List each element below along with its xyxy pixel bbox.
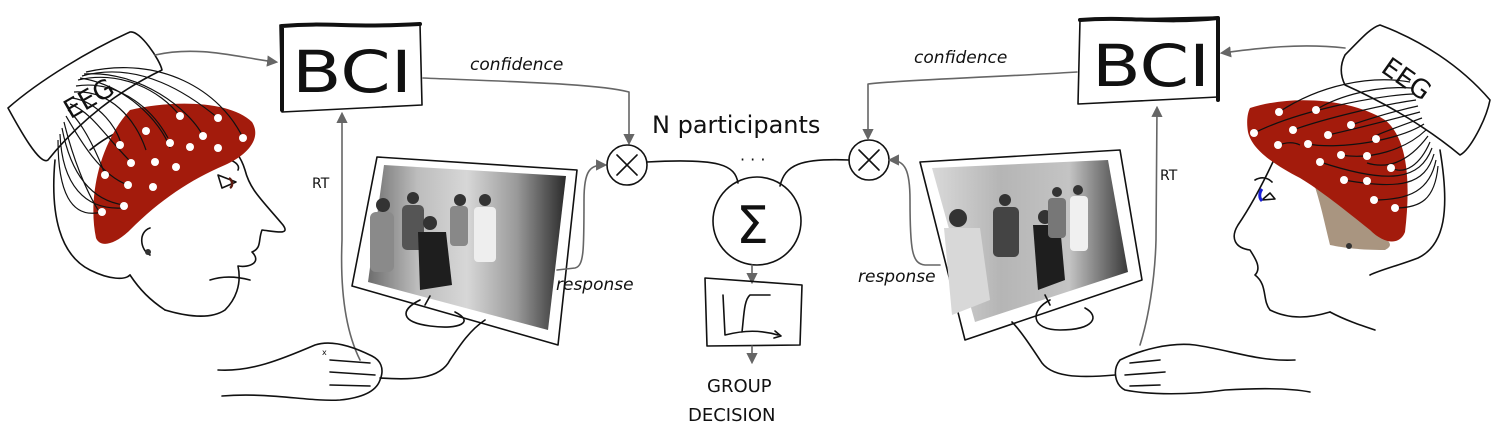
left-eeg-cap bbox=[93, 103, 256, 244]
left-eeg-to-bci-arrow bbox=[154, 50, 279, 67]
right-earring bbox=[1346, 243, 1352, 249]
left-confidence-label: confidence bbox=[470, 55, 563, 75]
sum-symbol: Σ bbox=[736, 196, 769, 256]
left-eeg-wires bbox=[57, 67, 244, 214]
left-rt-arrow bbox=[336, 111, 361, 361]
right-electrodes bbox=[1250, 106, 1399, 212]
left-stimulus-people bbox=[370, 192, 496, 290]
left-rt-label: RT bbox=[312, 176, 330, 192]
left-electrodes bbox=[98, 112, 247, 216]
right-eye-iris bbox=[1258, 188, 1264, 203]
right-monitor bbox=[919, 149, 1143, 341]
right-confidence-label: confidence bbox=[914, 48, 1007, 68]
left-confidence-arrow bbox=[422, 77, 635, 146]
right-response-arrow bbox=[887, 154, 941, 266]
left-eye-iris bbox=[228, 177, 234, 189]
group-decision-line2: DECISION bbox=[688, 405, 775, 426]
right-eeg-to-bci-arrow bbox=[1219, 45, 1346, 58]
right-eye-icon bbox=[1254, 177, 1276, 201]
left-stimulus-image bbox=[368, 165, 566, 330]
decision-plot-box bbox=[704, 277, 803, 347]
right-head-outline bbox=[1233, 134, 1446, 331]
left-multiply-node bbox=[606, 144, 648, 186]
right-multiply-node bbox=[848, 139, 890, 181]
left-response-label: response bbox=[556, 275, 634, 295]
right-rt-arrow bbox=[1139, 105, 1163, 346]
svg-text:x: x bbox=[322, 348, 327, 357]
right-participant: BCI confidence RT response bbox=[858, 16, 1491, 395]
left-bci-label: BCI bbox=[292, 38, 412, 106]
left-earring bbox=[145, 249, 151, 255]
left-to-sum-line bbox=[646, 160, 739, 184]
right-eeg-wires bbox=[1253, 79, 1439, 209]
left-response-arrow bbox=[556, 159, 608, 271]
n-participants-label: N participants bbox=[652, 111, 820, 139]
right-bci-box: BCI bbox=[1077, 16, 1220, 105]
right-rt-label: RT bbox=[1160, 168, 1178, 184]
left-hand-on-mouse: x bbox=[217, 319, 486, 402]
left-bci-box: BCI bbox=[279, 22, 423, 113]
group-decision-line1: GROUP bbox=[707, 376, 772, 397]
sum-node: Σ bbox=[712, 176, 802, 266]
ellipsis: · · · bbox=[740, 150, 765, 169]
right-response-label: response bbox=[858, 267, 936, 287]
right-to-sum-line bbox=[779, 158, 850, 187]
right-stimulus-people bbox=[944, 185, 1088, 315]
left-participant: EEG BCI confidence RT bbox=[7, 22, 635, 402]
right-confidence-arrow bbox=[862, 71, 1078, 141]
right-hand-on-mouse bbox=[1011, 321, 1311, 395]
left-monitor bbox=[351, 156, 578, 346]
right-eeg-label: EEG bbox=[1376, 52, 1437, 107]
right-eeg-cap bbox=[1247, 100, 1408, 242]
center-aggregation: N participants · · · Σ GROUP DECISION bbox=[606, 111, 890, 426]
right-bci-label: BCI bbox=[1092, 32, 1210, 100]
